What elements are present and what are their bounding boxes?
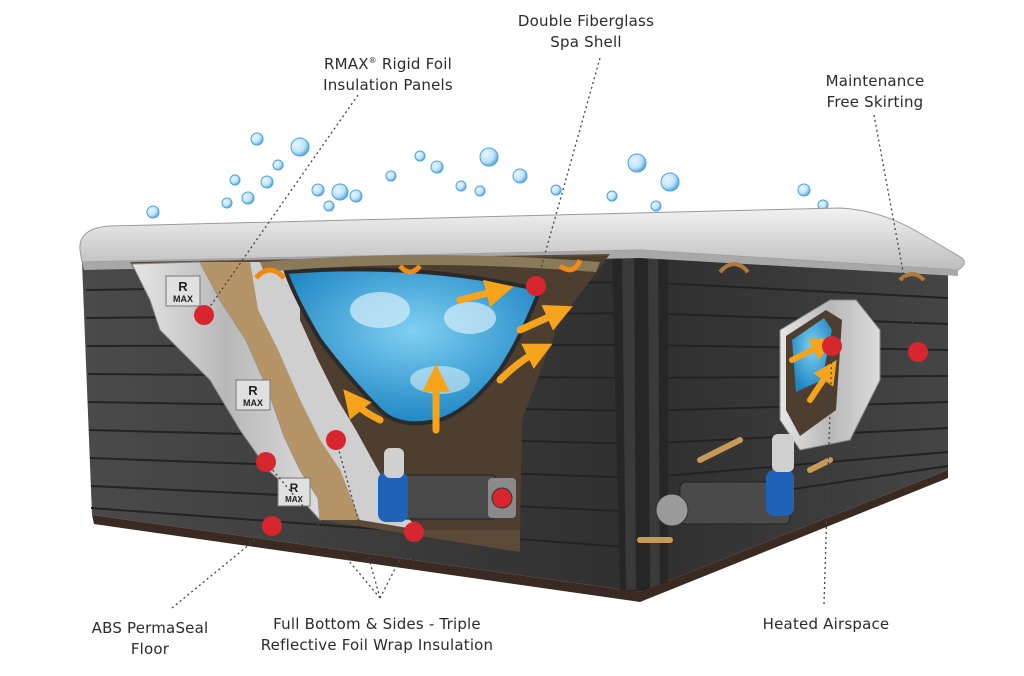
spa-cover	[79, 207, 965, 276]
panel-logo-bottom: MAX	[243, 398, 263, 408]
leader-wrap-1	[335, 439, 381, 599]
leader-airspace	[823, 345, 833, 605]
label-rmax-panels: RMAX® Rigid Foil Insulation Panels	[323, 55, 453, 94]
label-floor: ABS PermaSeal Floor	[91, 619, 209, 658]
panel-logo-bottom: MAX	[285, 495, 303, 504]
panel-logo: R MAX	[235, 379, 271, 411]
label-heated-airspace: Heated Airspace	[762, 615, 890, 633]
marker-dot	[822, 336, 842, 356]
marker-dot	[526, 276, 546, 296]
panel-logo-top: R	[178, 279, 188, 294]
marker-dot	[326, 430, 346, 450]
bubbles	[146, 132, 829, 219]
leader-floor	[171, 525, 273, 609]
panel-logo-bottom: MAX	[173, 294, 193, 304]
label-spa-shell: Double Fiberglass Spa Shell	[517, 12, 655, 51]
marker-dot	[194, 305, 214, 325]
marker-dot	[404, 522, 424, 542]
panel-logo: R MAX	[165, 275, 201, 307]
panel-logo-top: R	[290, 481, 299, 495]
panel-logo: R MAX	[277, 477, 311, 507]
marker-dot	[262, 516, 282, 536]
label-skirting: Maintenance Free Skirting	[825, 72, 925, 111]
callout-markers	[194, 276, 928, 542]
panel-logo-top: R	[248, 383, 258, 398]
leader-skirting	[873, 114, 919, 353]
label-foil-wrap: Full Bottom & Sides - Triple Reflective …	[260, 615, 494, 654]
marker-dot	[908, 342, 928, 362]
marker-dot	[256, 452, 276, 472]
leader-wrap-3	[379, 531, 415, 599]
leader-lines	[171, 57, 919, 609]
